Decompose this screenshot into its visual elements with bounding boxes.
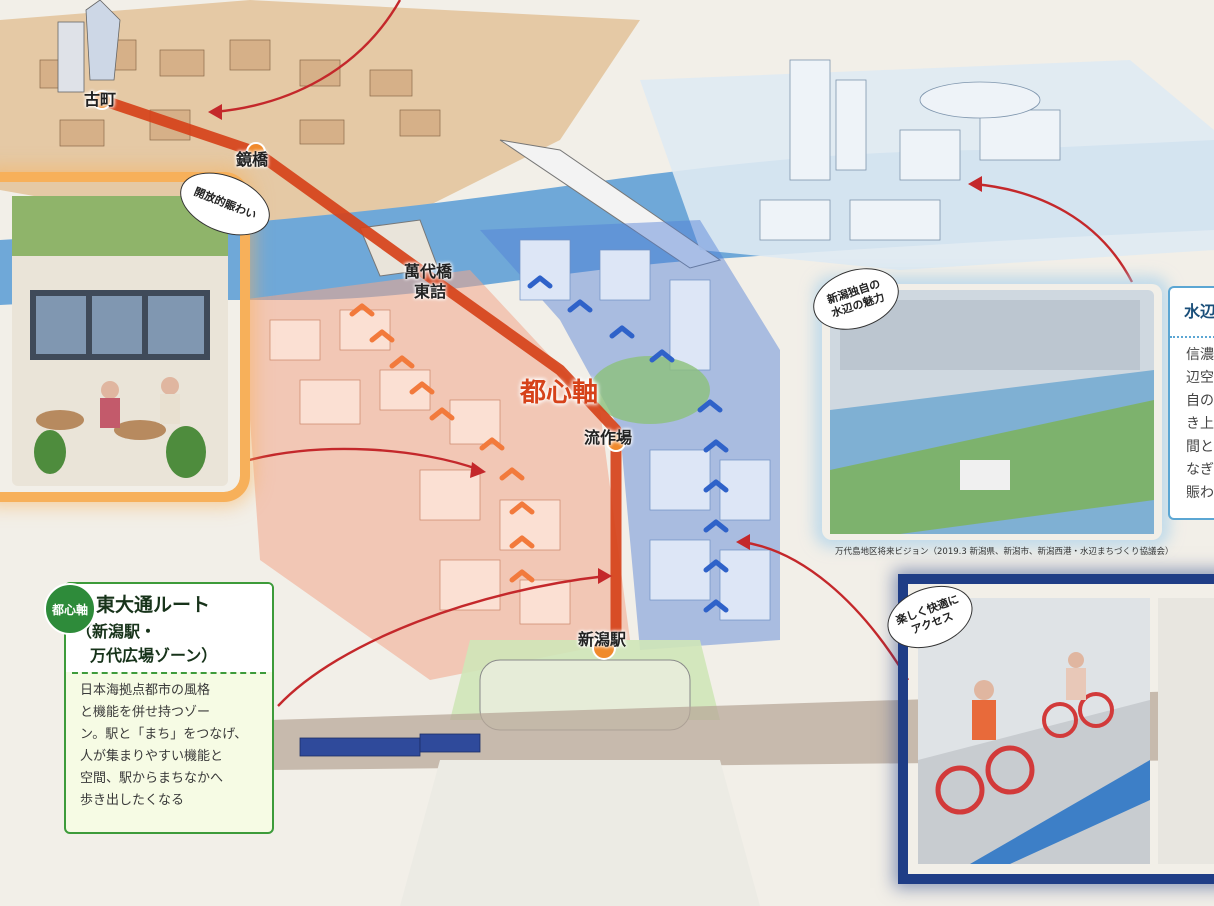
- image-credit: 万代島地区将来ビジョン（2019.3 新潟県、新潟市、新潟西港・水辺まちづくり協…: [835, 547, 1174, 557]
- waterfront-card-line: 信濃: [1186, 347, 1214, 363]
- waterfront-card-title: 水辺: [1184, 302, 1214, 321]
- urban-core-axis-label: 都心軸: [520, 378, 599, 408]
- station-label-bandaibashi: 萬代橋 東詰: [404, 262, 452, 302]
- cafe-photo: [12, 196, 228, 486]
- route-card-subtitle-line1: （新潟駅・: [76, 622, 157, 641]
- waterfront-card-line: 賑わ: [1186, 485, 1214, 501]
- route-card-title: 東大通ルート: [96, 594, 211, 616]
- route-card-body: 日本海拠点都市の風格 と機能を併せ持つゾー ン。駅と「まち」をつなげ、 人が集ま…: [66, 674, 272, 812]
- pointer-arrowheads: [208, 104, 982, 584]
- waterfront-info-card: 水辺 信濃 辺空 自の き上 間と なぎ 賑わ: [1168, 286, 1214, 520]
- route-card-body-line: ン。駅と「まち」をつなげ、: [80, 727, 248, 742]
- route-card-body-line: 日本海拠点都市の風格: [80, 683, 211, 698]
- route-card-body-line: 人が集まりやすい機能と: [80, 749, 224, 764]
- station-label-furumachi: 古町: [84, 90, 117, 109]
- station-label-niigata: 新潟駅: [578, 630, 627, 649]
- east-zone-chevrons: [527, 275, 729, 613]
- west-zone-chevrons: [349, 303, 535, 583]
- route-card-body-line: 空間、駅からまちなかへ: [80, 771, 224, 786]
- waterfront-card-line: 辺空: [1186, 370, 1214, 386]
- station-label-bandaibashi-line1: 萬代橋: [404, 262, 453, 281]
- waterfront-card-line: き上: [1186, 416, 1214, 432]
- tower-spire: [85, 0, 121, 81]
- urban-core-axis-badge: 都心軸: [44, 583, 96, 635]
- urban-core-axis: [96, 94, 622, 636]
- route-card-body-line: と機能を併せ持つゾー: [80, 705, 211, 720]
- station-label-bandaibashi-line2: 東詰: [414, 282, 447, 301]
- bicycle-photo: [918, 598, 1214, 864]
- route-card-subtitle-line2: 万代広場ゾーン）: [90, 646, 218, 665]
- waterfront-card-line: 間と: [1186, 439, 1214, 455]
- west-zone-blocks: [269, 309, 571, 625]
- old-town-blocks: [39, 39, 441, 147]
- route-card-divider: [72, 672, 266, 674]
- route-card-header: 東大通ルート （新潟駅・ 万代広場ゾーン）: [66, 584, 272, 672]
- higashi-odori-route-card: 東大通ルート （新潟駅・ 万代広場ゾーン） 日本海拠点都市の風格 と機能を併せ持…: [64, 582, 274, 834]
- east-zone-blocks: [519, 239, 771, 621]
- station-label-ryusakuba: 流作場: [584, 428, 633, 447]
- bandai-bridge: [359, 219, 439, 277]
- waterfront-buildings: [759, 59, 1061, 241]
- station-label-kagamibashi: 鏡橋: [236, 150, 269, 169]
- train: [299, 733, 481, 757]
- waterfront-card-divider: [1170, 330, 1214, 338]
- route-card-body-line: 歩き出したくなる: [80, 793, 185, 808]
- waterfront-card-line: なぎ: [1186, 462, 1214, 478]
- waterfront-card-line: 自の: [1186, 393, 1214, 409]
- station-markers: [92, 90, 626, 660]
- pointer-arrows: [213, 0, 1134, 707]
- station-south-area: [400, 760, 760, 906]
- park: [590, 356, 710, 424]
- bridge-upper: [499, 139, 722, 269]
- tower: [57, 21, 85, 93]
- cafe-photo-panel: [0, 182, 240, 492]
- waterfront-vision-image: [830, 290, 1154, 534]
